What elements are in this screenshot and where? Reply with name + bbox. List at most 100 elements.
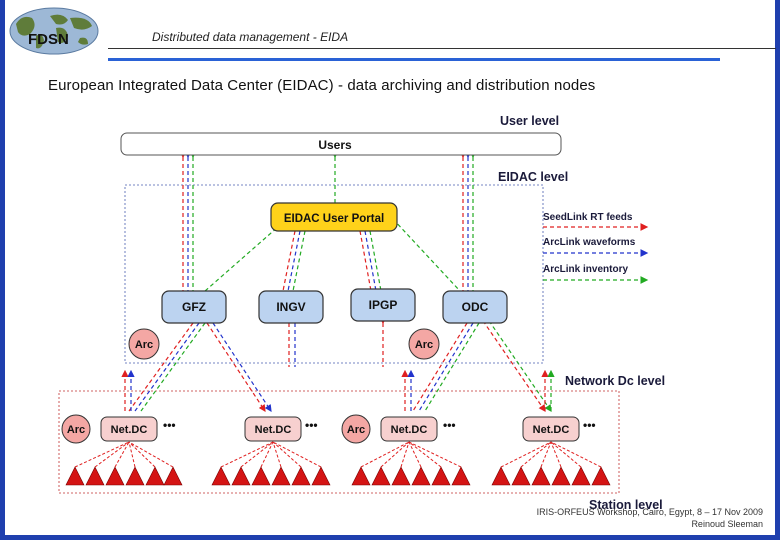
station-triangle-15 [391,466,411,486]
station-triangle-2 [85,466,105,486]
station-triangle-7 [211,466,231,486]
level-label-station: Station level [589,498,663,512]
netdc-2-ellipsis: ••• [305,418,318,432]
level-label-eidac: EIDAC level [498,170,568,184]
station-triangle-11 [291,466,311,486]
node-odc-label: ODC [462,300,489,314]
connection-arrows [121,151,555,413]
station-feed-line [128,441,136,468]
station-feed-line [540,441,552,468]
arc-circle-netdc-3: Arc [341,414,371,444]
arc-netdc-3-label: Arc [347,424,365,436]
slide-headline: European Integrated Data Center (EIDAC) … [48,77,596,94]
station-feed-line [272,441,282,468]
arc-circle-gfz: Arc [128,328,160,360]
station-feed-line [380,441,410,468]
station-feed-line [74,441,130,468]
station-feed-line [550,441,562,468]
frame-left-border [0,0,5,540]
station-triangle-6 [163,466,183,486]
netdc-box-4: Net.DC [522,416,580,442]
netdc-3-label: Net.DC [391,424,428,436]
station-feed-line [550,441,582,468]
eidac-user-portal-box [270,202,398,232]
arc-gfz-label: Arc [135,339,153,351]
station-feed-line [400,441,410,468]
station-feed-line [408,441,462,468]
netdc-box-3: Net.DC [380,416,438,442]
level-label-network: Network Dc level [565,374,665,388]
station-triangle-1 [65,466,85,486]
station-triangle-17 [431,466,451,486]
station-triangle-21 [531,466,551,486]
station-level-region [58,390,620,494]
users-label: Users [318,138,352,152]
arc-circle-netdc-1: Arc [61,414,91,444]
frame-bottom-border [0,535,780,540]
station-feed-line [94,441,130,468]
legend: SeedLink RT feeds ArcLink waveforms ArcL… [543,212,649,284]
netdc-3-ellipsis: ••• [443,418,456,432]
station-triangle-5 [145,466,165,486]
frame-right-border [775,0,780,540]
legend-label-arclink-waveforms: ArcLink waveforms [543,237,636,248]
station-feed-line [260,441,274,468]
netdc-4-ellipsis: ••• [583,418,596,432]
arc-circle-odc: Arc [408,328,440,360]
station-feed-line [550,441,602,468]
level-label-user: User level [500,114,559,128]
station-triangle-24 [591,466,611,486]
header-title: Distributed data management - EIDA [152,30,349,44]
footer-author: Reinoud Sleeman [691,519,763,529]
station-feed-line [408,441,442,468]
station-feed-line [360,441,410,468]
arc-netdc-1-label: Arc [67,424,85,436]
netdc-box-2: Net.DC [244,416,302,442]
node-gfz: GFZ [161,290,227,324]
station-triangle-14 [371,466,391,486]
node-ingv: INGV [258,290,324,324]
logo-text: FDSN [28,31,69,48]
station-triangle-4 [125,466,145,486]
station-triangle-3 [105,466,125,486]
eida-architecture-diagram: Users EIDAC User Portal GFZ INGV IPGP OD… [58,114,665,512]
station-triangle-22 [551,466,571,486]
station-triangle-18 [451,466,471,486]
station-feed-line [272,441,302,468]
station-feed-line [520,441,552,468]
station-triangle-12 [311,466,331,486]
node-ipgp-label: IPGP [369,298,398,312]
arc-odc-label: Arc [415,339,433,351]
node-ipgp: IPGP [350,288,416,322]
station-feed-line [128,441,174,468]
legend-label-arclink-inventory: ArcLink inventory [543,264,628,275]
station-triangle-20 [511,466,531,486]
station-triangle-10 [271,466,291,486]
eidac-level-region [124,184,544,364]
netdc-2-label: Net.DC [255,424,292,436]
netdc-box-1: Net.DC [100,416,158,442]
netdc-1-ellipsis: ••• [163,418,176,432]
station-triangle-23 [571,466,591,486]
node-ingv-label: INGV [276,300,305,314]
station-feed-line [408,441,422,468]
netdc-1-label: Net.DC [111,424,148,436]
header-rule [108,48,776,49]
station-triangle-13 [351,466,371,486]
legend-label-seedlink: SeedLink RT feeds [543,212,633,223]
station-triangles [65,441,611,486]
station-feed-line [500,441,552,468]
station-feed-line [272,441,322,468]
station-triangle-9 [251,466,271,486]
netdc-4-label: Net.DC [533,424,570,436]
node-gfz-label: GFZ [182,300,206,314]
station-feed-line [128,441,156,468]
fdsn-logo: FDSN [9,7,99,55]
header-accent-rule [108,58,720,61]
users-box [120,132,562,156]
footer-event: IRIS-ORFEUS Workshop, Cairo, Egypt, 8 – … [536,507,763,517]
station-feed-line [240,441,274,468]
station-triangle-8 [231,466,251,486]
eidac-user-portal-label: EIDAC User Portal [284,213,384,225]
station-triangle-19 [491,466,511,486]
